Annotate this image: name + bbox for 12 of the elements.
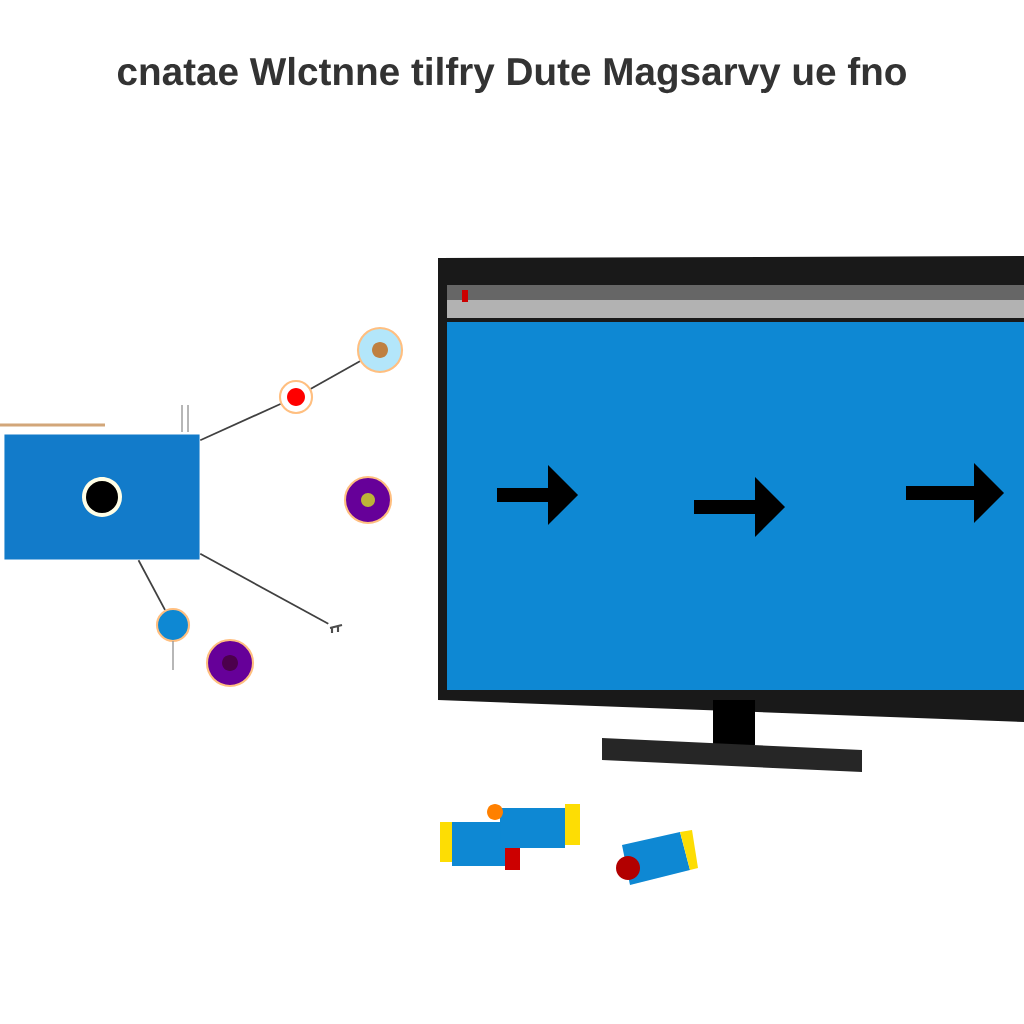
circle-icon — [278, 379, 314, 415]
connector-line — [199, 403, 282, 442]
connector-line — [199, 552, 330, 625]
connector-line — [137, 559, 166, 611]
connector-line — [310, 360, 361, 390]
circle-icon — [356, 326, 404, 374]
title: cnatae Wlctnne tilfry Dute Magsarvy ue fno — [118, 56, 906, 94]
circle-icon — [155, 607, 191, 671]
circle-icon — [343, 475, 393, 525]
camera-box — [0, 404, 200, 560]
circle-icon — [205, 638, 255, 688]
small-mark — [328, 623, 344, 635]
